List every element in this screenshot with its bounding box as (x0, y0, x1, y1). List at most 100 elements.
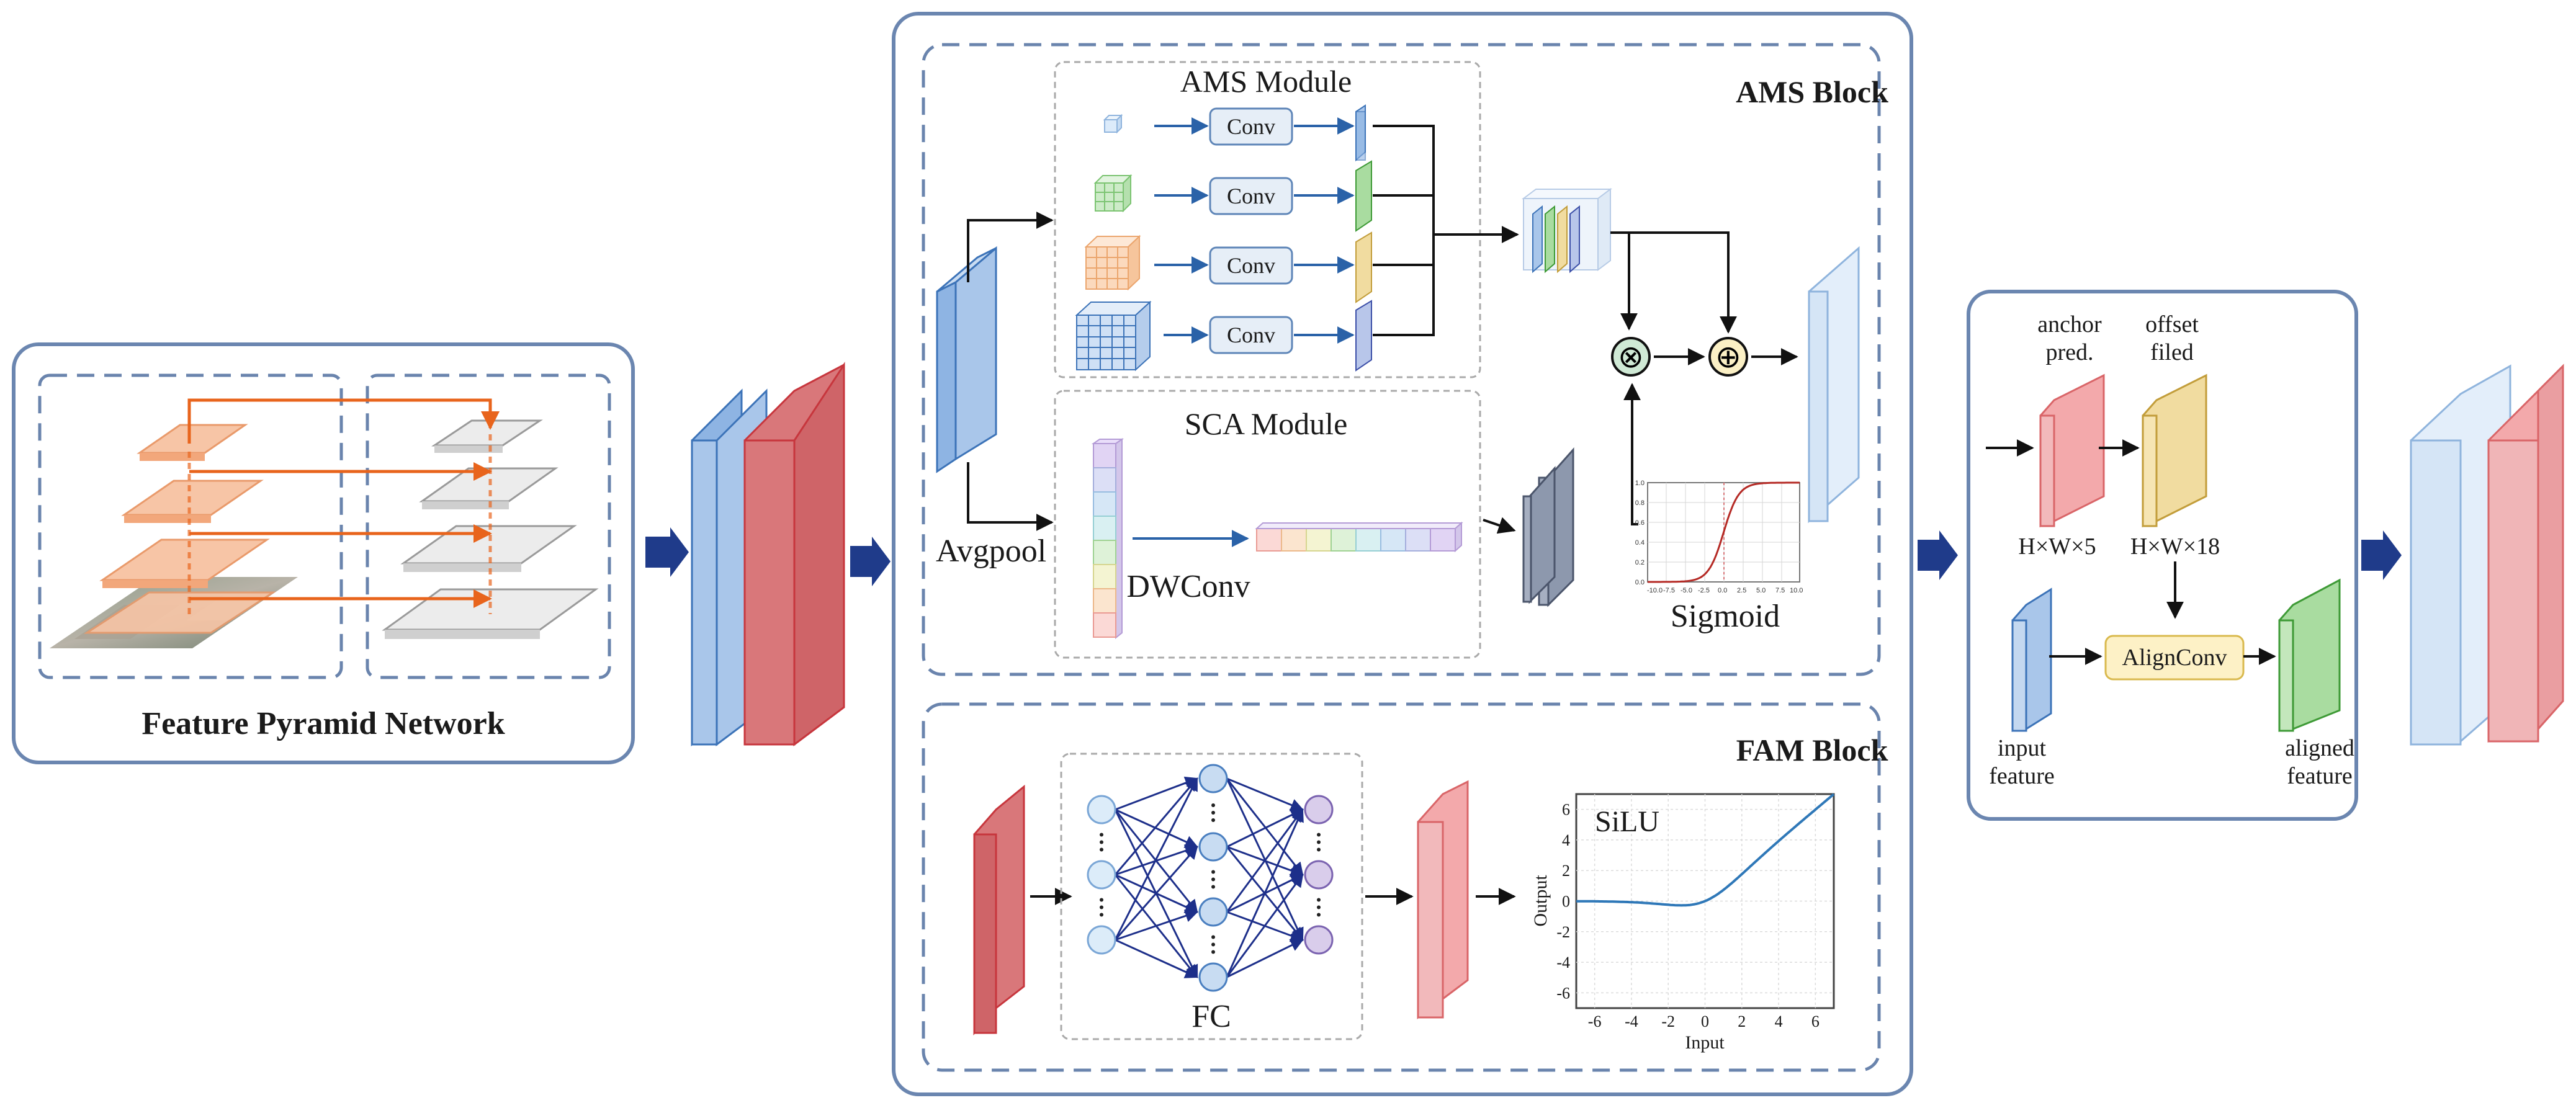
multiply-op: ⊗ (1611, 337, 1651, 377)
flow-arrow-4 (2361, 530, 2402, 580)
bottom-up-pyramid (83, 424, 277, 634)
fc-neuron-0-0 (1087, 795, 1116, 824)
concat-lines (1373, 125, 1519, 336)
cube-conv-arrows (1154, 117, 1355, 344)
svg-text:-7.5: -7.5 (1663, 587, 1675, 594)
fam-output-feature (1417, 780, 1469, 1019)
svg-text:AlignConv: AlignConv (2122, 645, 2227, 671)
offset-label-1: offset (2145, 311, 2199, 337)
silu-ytick-6: -6 (1556, 984, 1570, 1002)
svg-text:⊗: ⊗ (1618, 339, 1644, 374)
dwconv-label: DWConv (1126, 569, 1250, 604)
sca-module-title: SCA Module (1185, 406, 1348, 441)
offset-label-2: filed (2150, 339, 2194, 365)
scale-cube-3 (1084, 235, 1141, 291)
silu-ylabel: Output (1530, 875, 1551, 927)
silu-title: SiLU (1595, 805, 1659, 838)
fc-neuron-1-3 (1198, 962, 1228, 992)
svg-text:0.0: 0.0 (1718, 587, 1727, 594)
svg-text:10.0: 10.0 (1790, 587, 1803, 594)
anchor-label-2: pred. (2045, 339, 2093, 365)
silu-ytick-4: -2 (1556, 923, 1570, 941)
svg-text:Conv: Conv (1227, 323, 1275, 347)
silu-xtick-6: 6 (1811, 1012, 1820, 1030)
svg-text:⊕: ⊕ (1715, 339, 1741, 374)
anchor-pred-feature (2039, 373, 2105, 528)
fc-neuron-1-1 (1198, 832, 1228, 862)
svg-text:Conv: Conv (1227, 253, 1275, 278)
avgpool-label: Avgpool (936, 534, 1046, 569)
add-op: ⊕ (1708, 337, 1748, 377)
svg-text:0.0: 0.0 (1635, 579, 1645, 586)
input-feature (2011, 588, 2052, 732)
flow-arrow-2 (850, 537, 891, 586)
to-attention-arrow (1483, 517, 1516, 534)
fc-neuron-2-0 (1304, 795, 1334, 824)
fc-neuron-0-2 (1087, 925, 1116, 955)
silu-xlabel: Input (1685, 1032, 1725, 1053)
fc-neuron-2-1 (1304, 860, 1334, 890)
silu-ytick-0: 6 (1562, 801, 1570, 819)
concat-feature (1522, 188, 1612, 274)
conv-outputs (1355, 104, 1372, 372)
conv-box-2: Conv (1209, 177, 1293, 215)
silu-xtick-2: -2 (1661, 1012, 1675, 1030)
fc-neuron-2-2 (1304, 925, 1334, 955)
conv-box-1: Conv (1209, 107, 1293, 146)
ams-block-title: AMS Block (1736, 74, 1888, 109)
silu-ytick-3: 0 (1562, 893, 1570, 911)
offset-field-feature (2142, 373, 2207, 528)
alignconv-box: AlignConv (2104, 635, 2245, 681)
anchor-label-1: anchor (2037, 311, 2102, 337)
pooled-vector (1091, 438, 1124, 640)
svg-text:Conv: Conv (1227, 114, 1275, 139)
sigmoid-plot: -10.0 -7.5 -5.0 -2.5 0.0 2.5 5.0 7.5 10.… (1635, 480, 1803, 594)
svg-text:0.2: 0.2 (1635, 559, 1645, 566)
scale-cube-2 (1093, 174, 1133, 213)
svg-text:-10.0: -10.0 (1647, 587, 1663, 594)
silu-xtick-1: -4 (1625, 1012, 1638, 1030)
attention-maps (1522, 447, 1574, 607)
center-panel: AMS Block FAM Block AMS Module SCA Modul… (892, 12, 1913, 1096)
to-sca-arrow (967, 462, 1054, 531)
ams-output-feature (1808, 246, 1860, 524)
fc-neuron-1-2 (1198, 897, 1228, 927)
silu-xtick-5: 4 (1775, 1012, 1783, 1030)
aligned-feature-label-2: feature (2287, 763, 2352, 789)
fam-block-title: FAM Block (1736, 733, 1888, 767)
svg-text:-2.5: -2.5 (1698, 587, 1710, 594)
align-panel: anchor pred. offset filed H×W×5 H×W×18 A… (1967, 290, 2358, 821)
svg-text:0.8: 0.8 (1635, 499, 1645, 507)
fpn-output-features (691, 361, 845, 746)
silu-xtick-0: -6 (1588, 1012, 1602, 1030)
fc-network (1087, 764, 1334, 992)
flow-arrow-1 (645, 527, 689, 577)
sigmoid-label: Sigmoid (1671, 599, 1780, 634)
anchor-shape-label: H×W×5 (2018, 534, 2096, 560)
fc-label: FC (1192, 999, 1231, 1034)
svg-text:7.5: 7.5 (1775, 587, 1785, 594)
ams-input-feature (936, 246, 997, 473)
input-feature-label-1: input (1998, 735, 2047, 761)
svg-text:5.0: 5.0 (1756, 587, 1766, 594)
svg-text:0.6: 0.6 (1635, 519, 1645, 527)
fpn-title: Feature Pyramid Network (141, 706, 505, 741)
aligned-feature (2278, 578, 2341, 732)
dwconv-output-vector (1255, 521, 1463, 553)
flow-arrow-3 (1918, 530, 1958, 580)
fusion-arrows (1610, 231, 1798, 525)
silu-ytick-1: 4 (1562, 831, 1570, 849)
svg-text:2.5: 2.5 (1737, 587, 1746, 594)
conv-box-3: Conv (1209, 246, 1293, 285)
fpn-connections (187, 398, 500, 614)
ams-module-title: AMS Module (1180, 64, 1352, 99)
silu-ytick-5: -4 (1556, 954, 1570, 972)
svg-text:Conv: Conv (1227, 184, 1275, 208)
offset-shape-label: H×W×18 (2130, 534, 2220, 560)
svg-text:-5.0: -5.0 (1681, 587, 1692, 594)
fc-neuron-0-1 (1087, 860, 1116, 890)
final-output-features (2410, 364, 2564, 746)
input-feature-label-2: feature (1989, 763, 2054, 789)
